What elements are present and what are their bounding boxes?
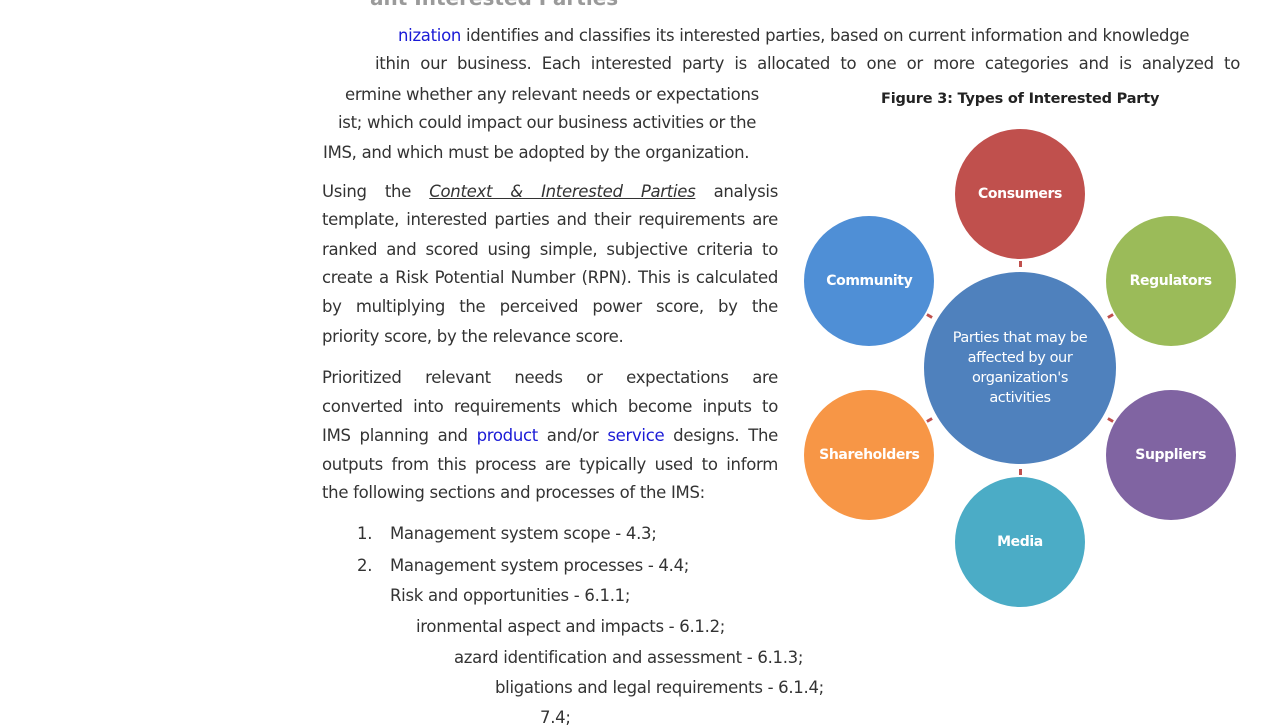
- para2-line-3: ranked and scored using simple, subjecti…: [322, 240, 778, 259]
- para2-line-5: by multiplying the perceived power score…: [322, 297, 778, 316]
- party-node-community: Community: [804, 216, 935, 346]
- party-node-shareholders: Shareholders: [804, 390, 935, 520]
- figure-title: Figure 3: Types of Interested Party: [881, 91, 1160, 107]
- party-node-regulators: Regulators: [1105, 216, 1236, 346]
- list-item: bligations and legal requirements - 6.1.…: [495, 678, 824, 697]
- list-item: azard identification and assessment - 6.…: [454, 648, 804, 667]
- para2-line-2: template, interested parties and their r…: [322, 210, 778, 229]
- list-number: 2.: [357, 556, 373, 575]
- connector: [1106, 417, 1114, 423]
- section-heading: ant Interested Parties: [370, 0, 618, 10]
- party-node-consumers: Consumers: [955, 129, 1085, 259]
- connector: [926, 417, 934, 423]
- para2-line-6: priority score, by the relevance score.: [322, 327, 624, 346]
- connector: [926, 313, 934, 319]
- list-item: Management system scope - 4.3;: [390, 524, 657, 543]
- list-item: Risk and opportunities - 6.1.1;: [390, 586, 631, 605]
- party-node-suppliers: Suppliers: [1105, 390, 1236, 520]
- context-template-link[interactable]: Context & Interested Parties: [429, 182, 696, 201]
- connector: [1106, 313, 1114, 319]
- list-item: Management system processes - 4.4;: [390, 556, 690, 575]
- connector: [1018, 469, 1022, 475]
- para3-line-3: IMS planning and product and/or service …: [322, 426, 778, 445]
- service-link[interactable]: service: [607, 426, 665, 445]
- party-node-media: Media: [955, 477, 1085, 607]
- intro-line-2: ithin our business. Each interested part…: [375, 54, 1240, 73]
- list-item: ironmental aspect and impacts - 6.1.2;: [416, 617, 726, 636]
- para2-line-1: Using the Context & Interested Parties a…: [322, 182, 778, 201]
- intro-line-4: ist; which could impact our business act…: [338, 113, 757, 132]
- list-item: 7.4;: [540, 708, 571, 727]
- intro-line-1: nization identifies and classifies its i…: [398, 26, 1190, 45]
- connector: [1018, 261, 1022, 267]
- para3-line-4: outputs from this process are typically …: [322, 455, 778, 474]
- organization-link[interactable]: nization: [398, 26, 462, 45]
- center-node: Parties that may be affected by our orga…: [924, 272, 1116, 464]
- product-link[interactable]: product: [476, 426, 539, 445]
- para3-line-2: converted into requirements which become…: [322, 397, 778, 416]
- intro-line-5: IMS, and which must be adopted by the or…: [323, 143, 750, 162]
- para2-line-4: create a Risk Potential Number (RPN). Th…: [322, 268, 778, 287]
- para3-line-5: the following sections and processes of …: [322, 483, 705, 502]
- para3-line-1: Prioritized relevant needs or expectatio…: [322, 368, 778, 387]
- list-number: 1.: [357, 524, 373, 543]
- intro-line-3: ermine whether any relevant needs or exp…: [345, 85, 759, 104]
